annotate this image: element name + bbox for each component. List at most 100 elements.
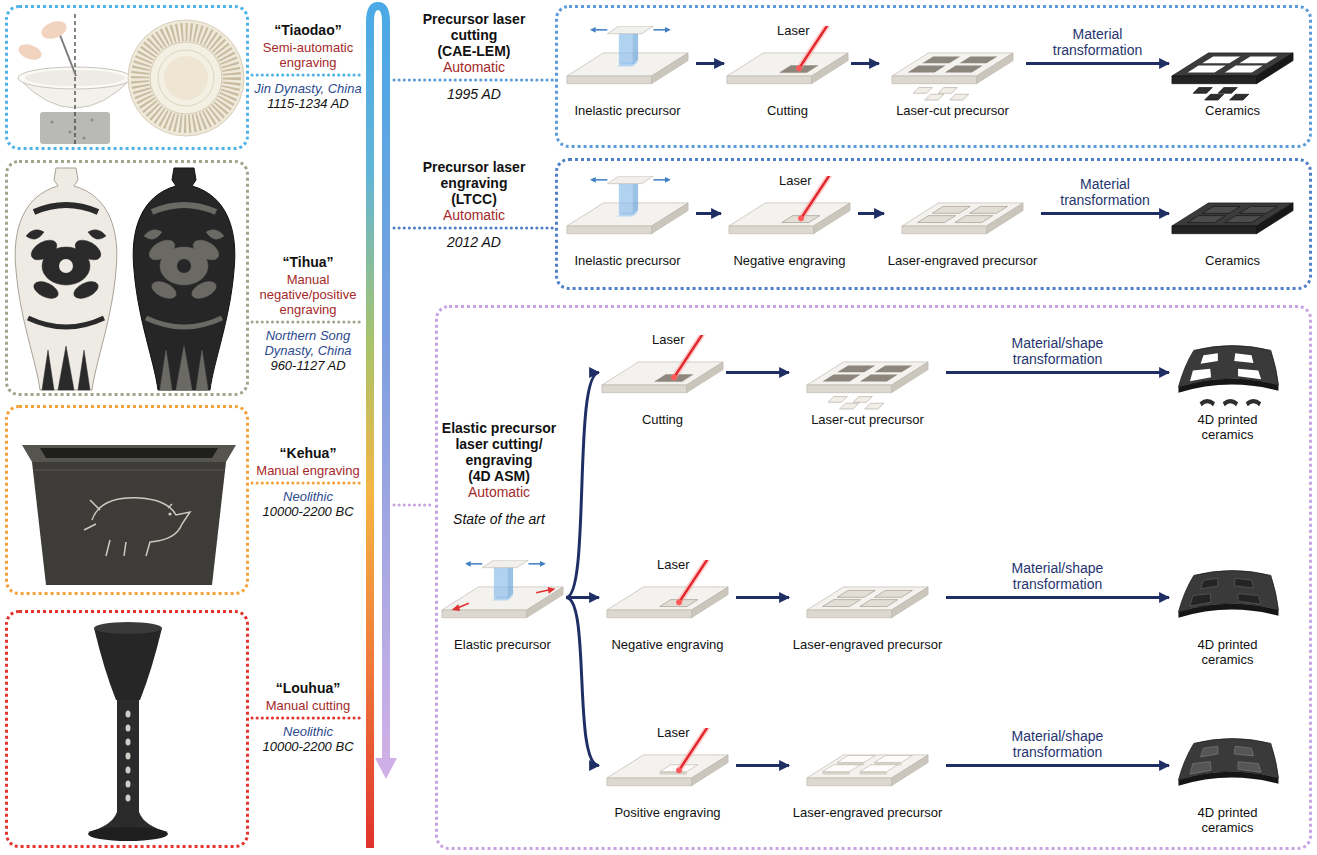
process-step: Laser-cut precursor xyxy=(880,26,1025,118)
laser-label: Laser xyxy=(652,332,685,347)
process-step: Cutting xyxy=(725,26,850,118)
era-text: Manual negative/positive engraving xyxy=(252,272,364,317)
process-step: Laser-engraved precursor xyxy=(885,176,1040,268)
flow-arrow xyxy=(696,212,721,215)
text-column: “Kehua”Manual engraving xyxy=(252,445,364,478)
panel-text: (LTCC) xyxy=(400,191,548,207)
era-text: Northern Song Dynasty, China xyxy=(252,328,364,358)
process-step: Elastic precursor xyxy=(440,560,565,652)
tiaodao-bowls xyxy=(16,14,244,146)
kehua-stone-basin xyxy=(22,445,236,585)
edge-label: Material transformation xyxy=(1031,26,1165,58)
flow-arrow xyxy=(566,596,599,599)
flow-arrow xyxy=(726,371,789,374)
text-column: Neolithic10000-2200 BC xyxy=(252,489,364,519)
panel-text: (CAE-LEM) xyxy=(400,43,548,59)
text-column: “Tiaodao”Semi-automatic engraving xyxy=(252,22,364,70)
text-column: 1995 AD xyxy=(400,86,548,102)
process-step: Laser-cut precursor xyxy=(790,335,945,427)
era-panel: “Tihua”Manual negative/positive engravin… xyxy=(5,160,249,396)
illustration-space xyxy=(440,560,565,635)
leader-lines xyxy=(252,75,553,718)
timeline-arrow xyxy=(370,6,397,848)
edge-label: Material/shape transformation xyxy=(991,335,1125,367)
text-column: 2012 AD xyxy=(400,234,548,250)
process-step: Negative engraving xyxy=(600,560,735,652)
step-caption: Cutting xyxy=(725,103,850,118)
process-panel: Precursor laser engraving(LTCC)Automatic… xyxy=(555,158,1312,290)
illustration-space xyxy=(1170,560,1285,635)
flow-arrow xyxy=(736,596,789,599)
era-text: Jin Dynasty, China xyxy=(252,81,364,96)
flow-arrow xyxy=(1041,212,1169,215)
process-illustrations xyxy=(442,26,1293,786)
text-column: Neolithic10000-2200 BC xyxy=(252,724,364,754)
laser-label: Laser xyxy=(779,173,812,188)
illustration-space xyxy=(790,335,945,410)
era-text: 10000-2200 BC xyxy=(252,504,364,519)
panel-text: Precursor laser engraving xyxy=(400,159,548,191)
process-step: 4D printed ceramics xyxy=(1170,560,1285,667)
era-panel: “Kehua”Manual engravingNeolithic10000-22… xyxy=(5,405,249,595)
illustration-space xyxy=(560,176,695,251)
flow-arrow xyxy=(946,371,1169,374)
laser-label: Laser xyxy=(657,557,690,572)
illustration-space xyxy=(880,26,1025,101)
step-caption: Positive engraving xyxy=(600,805,735,820)
panel-text: (4D ASM) xyxy=(440,468,558,484)
flow-arrow xyxy=(566,598,599,766)
process-step: Ceramics xyxy=(1170,26,1295,118)
illustration-space xyxy=(1170,335,1285,410)
step-caption: Inelastic precursor xyxy=(560,103,695,118)
louhua-goblet xyxy=(88,622,168,841)
step-caption: Negative engraving xyxy=(722,253,857,268)
flow-arrow xyxy=(851,62,879,65)
step-caption: Elastic precursor xyxy=(440,637,565,652)
process-panel: Elastic precursor laser cutting/ engravi… xyxy=(435,305,1312,850)
panel-text: 2012 AD xyxy=(400,234,548,250)
era-text: “Louhua” xyxy=(252,680,364,696)
flow-arrow xyxy=(946,764,1169,767)
era-text: Neolithic xyxy=(252,724,364,739)
edge-label: Material transformation xyxy=(1038,176,1172,208)
step-caption: Laser-cut precursor xyxy=(790,412,945,427)
text-column: Elastic precursor laser cutting/ engravi… xyxy=(440,420,558,500)
text-column: “Louhua” Manual cutting xyxy=(252,680,364,713)
flow-arrow xyxy=(696,62,724,65)
process-step: Laser-engraved precursor xyxy=(790,728,945,820)
process-step: Laser-engraved precursor xyxy=(790,560,945,652)
text-column: State of the art xyxy=(440,511,558,527)
step-caption: Ceramics xyxy=(1170,103,1295,118)
step-caption: Laser-cut precursor xyxy=(880,103,1025,118)
panel-text: State of the art xyxy=(440,511,558,527)
step-caption: Negative engraving xyxy=(600,637,735,652)
flow-arrow xyxy=(946,596,1169,599)
era-panel: “Tiaodao”Semi-automatic engravingJin Dyn… xyxy=(5,5,249,150)
era-text: 960-1127 AD xyxy=(252,358,364,373)
era-text: Manual cutting xyxy=(252,698,364,713)
illustration-space xyxy=(1170,728,1285,803)
process-step: 4D printed ceramics xyxy=(1170,335,1285,442)
era-panel: “Louhua”Manual cuttingNeolithic10000-220… xyxy=(5,610,249,848)
step-caption: Laser-engraved precursor xyxy=(790,637,945,652)
era-text: Semi-automatic engraving xyxy=(252,40,364,70)
illustration-space xyxy=(1170,26,1295,101)
step-caption: 4D printed ceramics xyxy=(1170,805,1285,835)
text-column: Jin Dynasty, China1115-1234 AD xyxy=(252,81,364,111)
panel-text: Automatic xyxy=(440,484,558,500)
laser-label: Laser xyxy=(777,23,810,38)
era-text: 10000-2200 BC xyxy=(252,739,364,754)
process-step: Ceramics xyxy=(1170,176,1295,268)
text-column: Precursor laser engraving(LTCC)Automatic xyxy=(400,159,548,223)
panel-text: Automatic xyxy=(400,207,548,223)
step-caption: 4D printed ceramics xyxy=(1170,412,1285,442)
era-text: “Kehua” xyxy=(252,445,364,461)
flow-arrow xyxy=(566,373,599,598)
edge-label: Material/shape transformation xyxy=(991,728,1125,760)
text-column: Northern Song Dynasty, China960-1127 AD xyxy=(252,328,364,373)
flow-arrow xyxy=(1026,62,1169,65)
step-caption: Laser-engraved precursor xyxy=(790,805,945,820)
illustration-space xyxy=(790,728,945,803)
panel-text: 1995 AD xyxy=(400,86,548,102)
